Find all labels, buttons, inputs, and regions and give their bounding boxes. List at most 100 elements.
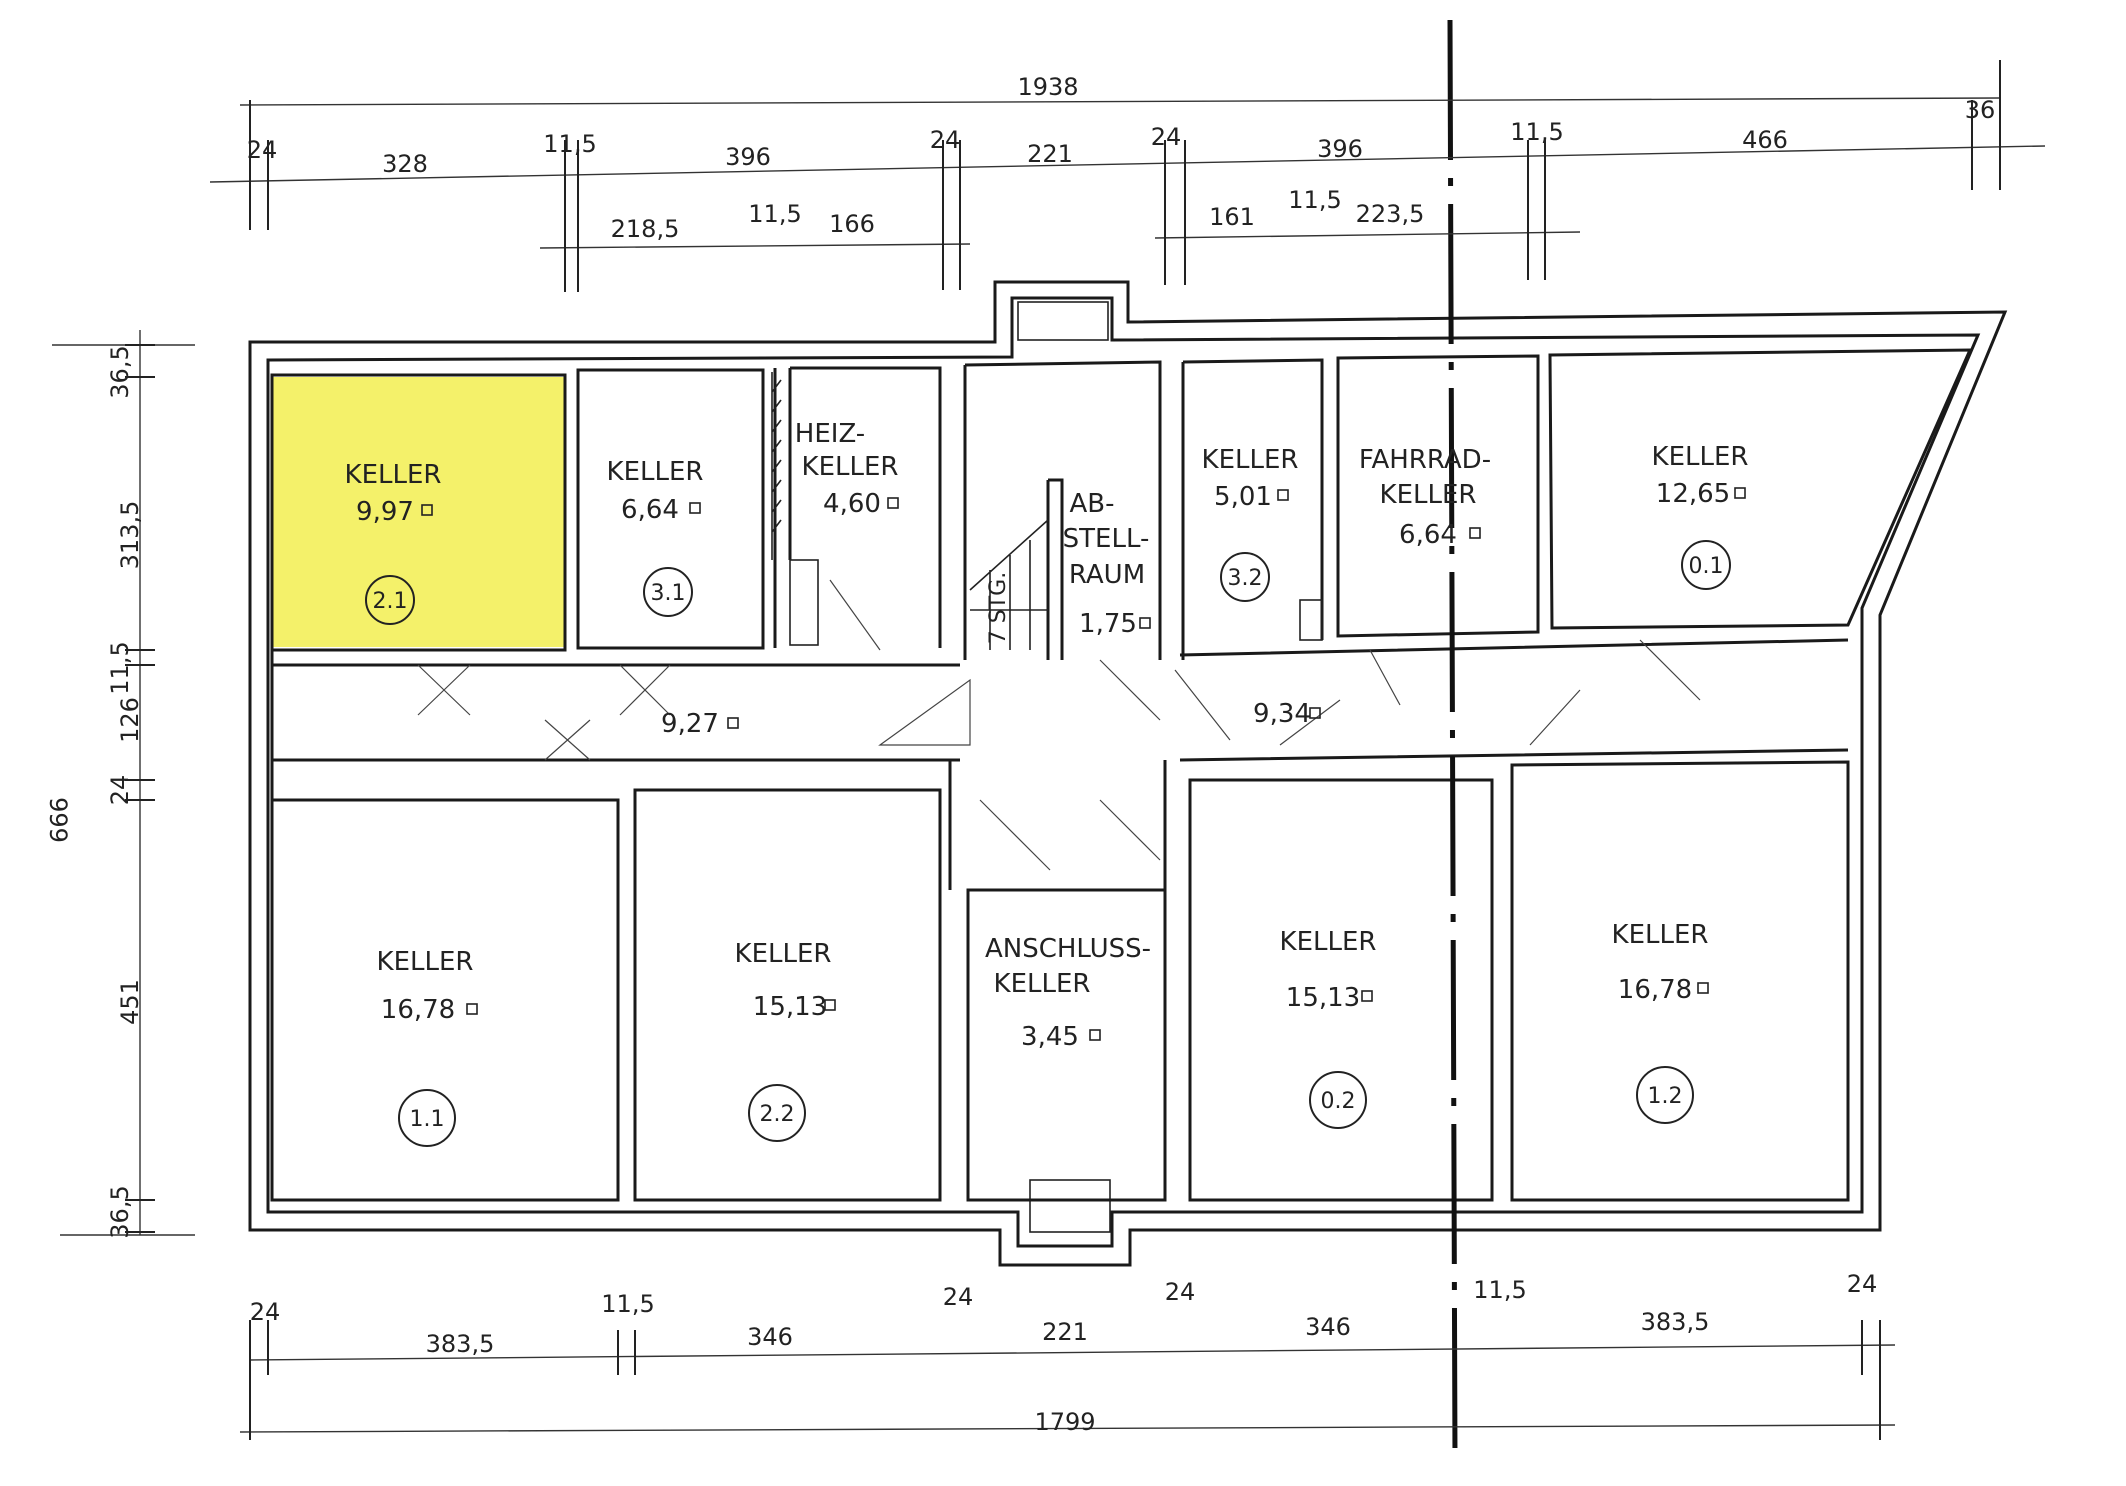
room-2-2: KELLER 15,13 2.2: [735, 939, 836, 1142]
dim-left-4: 24: [106, 775, 134, 806]
room-1-1: KELLER 16,78 1.1: [377, 947, 478, 1147]
room-0-2-area: 15,13: [1286, 983, 1360, 1013]
room-1-2-unit: 1.2: [1648, 1084, 1683, 1109]
dim-bottom-2: 11,5: [601, 1290, 654, 1318]
dim-left-6: 36,5: [106, 1185, 134, 1238]
room-3-2-unit: 3.2: [1228, 566, 1263, 591]
dim-top-r1-0: 24: [247, 136, 278, 164]
dim-bottom-6: 24: [1165, 1278, 1196, 1306]
room-1-1-name: KELLER: [377, 947, 474, 977]
room-heiz-area: 4,60: [823, 489, 881, 519]
dim-left-3: 126: [116, 697, 144, 743]
dim-top-r2-0: 218,5: [611, 215, 680, 243]
room-2-1: KELLER 9,97 2.1: [345, 460, 442, 625]
room-3-1-area: 6,64: [621, 495, 679, 525]
dim-left-2: 11,5: [106, 641, 134, 694]
room-0-2-name: KELLER: [1280, 927, 1377, 957]
stair-label: 7 STG.: [986, 572, 1011, 644]
corridor-right: 9,34: [1253, 699, 1321, 729]
room-fahrrad: FAHRRAD- KELLER 6,64: [1359, 445, 1491, 550]
room-anschluss-name2: KELLER: [994, 969, 1091, 999]
dim-top-r1-7: 396: [1317, 135, 1363, 163]
dim-top-r2-4: 11,5: [1288, 186, 1341, 214]
corridor-right-area: 9,34: [1253, 699, 1311, 729]
dim-bottom-5: 221: [1042, 1318, 1088, 1346]
outer-walls: [248, 280, 2008, 1267]
dim-top-r1-2: 11,5: [543, 130, 596, 158]
corridor-left-area: 9,27: [661, 709, 719, 739]
room-1-2-name: KELLER: [1612, 920, 1709, 950]
room-3-1: KELLER 6,64 3.1: [607, 457, 704, 617]
room-anschluss: ANSCHLUSS- KELLER 3,45: [985, 934, 1151, 1052]
room-2-1-area: 9,97: [356, 497, 414, 527]
dim-bottom-8: 11,5: [1473, 1276, 1526, 1304]
room-1-1-unit: 1.1: [410, 1107, 445, 1132]
room-heiz-name1: HEIZ-: [795, 419, 865, 449]
dimension-lines: [52, 60, 2046, 1440]
dim-bottom-1: 383,5: [426, 1330, 495, 1358]
room-2-2-unit: 2.2: [760, 1102, 795, 1127]
dim-bottom-3: 346: [747, 1323, 793, 1351]
room-1-2: KELLER 16,78 1.2: [1612, 920, 1709, 1124]
room-fahrrad-name2: KELLER: [1380, 480, 1477, 510]
dim-top-r2-2: 166: [829, 210, 875, 238]
dim-bottom-4: 24: [943, 1283, 974, 1311]
room-0-1: KELLER 12,65 0.1: [1652, 442, 1749, 590]
dim-left-total: 999: [44, 797, 72, 843]
dim-top-r1-6: 24: [1151, 123, 1182, 151]
door-swings: [417, 579, 1701, 871]
dim-top-r2-3: 161: [1209, 203, 1255, 231]
room-abstell-area: 1,75: [1079, 609, 1137, 639]
dim-top-right-small: 36: [1965, 96, 1996, 124]
dim-top-r1-8: 11,5: [1510, 118, 1563, 146]
room-1-2-area: 16,78: [1618, 975, 1692, 1005]
room-0-2: KELLER 15,13 0.2: [1280, 927, 1377, 1129]
room-fahrrad-name1: FAHRRAD-: [1359, 445, 1491, 475]
dim-top-r2-5: 223,5: [1356, 200, 1425, 228]
dim-top-r1-1: 328: [382, 150, 428, 178]
room-anschluss-name1: ANSCHLUSS-: [985, 934, 1151, 964]
corridor-left: 9,27: [661, 709, 739, 739]
room-heiz-name2: KELLER: [802, 452, 899, 482]
room-3-2: KELLER 5,01 3.2: [1202, 445, 1299, 602]
dim-left-0: 36,5: [106, 345, 134, 398]
room-heiz: HEIZ- KELLER 4,60: [795, 419, 899, 519]
room-abstell: AB- STELL- RAUM 1,75: [1063, 489, 1151, 639]
dim-top-r1-3: 396: [725, 143, 771, 171]
room-2-1-name: KELLER: [345, 460, 442, 490]
room-3-2-name: KELLER: [1202, 445, 1299, 475]
room-abstell-name2: STELL-: [1063, 524, 1150, 554]
room-2-2-name: KELLER: [735, 939, 832, 969]
room-2-1-unit: 2.1: [373, 589, 408, 614]
room-0-2-unit: 0.2: [1321, 1089, 1356, 1114]
stair: 7 STG.: [986, 572, 1011, 644]
room-0-1-area: 12,65: [1656, 479, 1730, 509]
dim-top-total: 1938: [1017, 73, 1078, 101]
axis-line: [1447, 19, 1458, 1461]
dim-left-1: 313,5: [116, 501, 144, 570]
room-anschluss-area: 3,45: [1021, 1022, 1079, 1052]
highlight-room-2-1: [272, 377, 565, 647]
dim-bottom-10: 24: [1847, 1270, 1878, 1298]
dim-top-r1-5: 221: [1027, 140, 1073, 168]
room-1-1-area: 16,78: [381, 995, 455, 1025]
dim-bottom-0: 24: [250, 1298, 281, 1326]
room-0-1-name: KELLER: [1652, 442, 1749, 472]
dim-top-r1-4: 24: [930, 126, 961, 154]
dimension-labels: 1938 36 24 328 11,5 396 24 221 24 396 11…: [44, 73, 1995, 1436]
room-2-2-area: 15,13: [753, 992, 827, 1022]
room-3-1-unit: 3.1: [651, 581, 686, 606]
dim-top-r1-9: 466: [1742, 126, 1788, 154]
room-0-1-unit: 0.1: [1689, 554, 1724, 579]
room-3-2-area: 5,01: [1214, 482, 1272, 512]
room-3-1-name: KELLER: [607, 457, 704, 487]
dim-left-5: 451: [116, 979, 144, 1025]
dim-bottom-9: 383,5: [1641, 1308, 1710, 1336]
room-abstell-name1: AB-: [1069, 489, 1114, 519]
room-abstell-name3: RAUM: [1069, 560, 1145, 590]
dim-bottom-7: 346: [1305, 1313, 1351, 1341]
inner-walls: [270, 348, 1973, 1202]
room-fahrrad-area: 6,64: [1399, 520, 1457, 550]
dim-top-r2-1: 11,5: [748, 200, 801, 228]
